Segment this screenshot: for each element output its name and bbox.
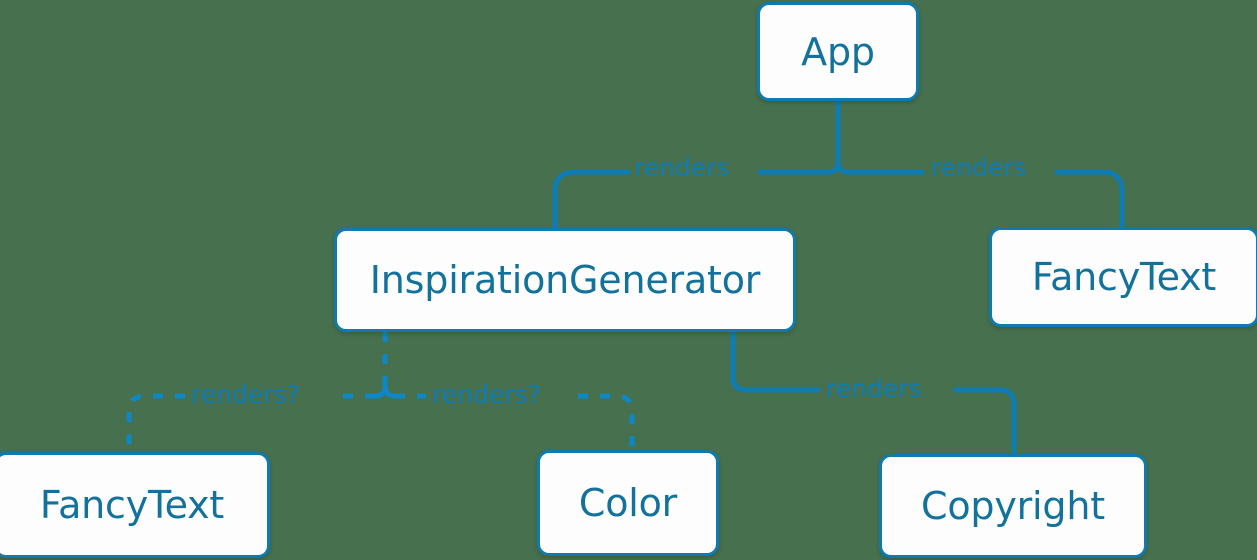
node-color-label: Color	[578, 481, 678, 525]
edge-label-inspiration-generator-color: renders?	[432, 380, 541, 409]
edge-app-inspgen-run-outer	[552, 169, 631, 231]
node-inspiration-generator-label: InspirationGenerator	[369, 258, 761, 302]
node-copyright[interactable]: Copyright	[879, 454, 1147, 558]
node-app-label: App	[801, 29, 875, 74]
edge-label-inspiration-generator-fancytext: renders?	[191, 380, 300, 409]
edge-inspgen-dashed-split-right	[382, 385, 396, 399]
node-fancytext-right-label: FancyText	[1031, 255, 1217, 299]
edge-label-inspiration-generator-copyright: renders	[826, 374, 922, 403]
edge-inspgen-copyright-tail	[953, 387, 1017, 457]
node-app[interactable]: App	[757, 2, 919, 101]
node-color[interactable]: Color	[537, 450, 719, 556]
edge-inspgen-copyright-stem	[730, 329, 821, 393]
edge-label-app-fancytext: renders	[931, 153, 1027, 182]
edge-inspgen-color-outer	[578, 393, 635, 450]
node-inspiration-generator[interactable]: InspirationGenerator	[334, 228, 796, 332]
node-fancytext-right[interactable]: FancyText	[989, 227, 1257, 327]
edge-app-fancyright-run-outer	[1054, 169, 1125, 230]
edge-inspgen-fancyleft-outer	[126, 393, 185, 452]
node-copyright-label: Copyright	[921, 484, 1105, 528]
node-fancytext-left-label: FancyText	[39, 483, 225, 527]
node-fancytext-left[interactable]: FancyText	[0, 452, 270, 558]
edge-label-app-inspiration-generator: renders	[634, 153, 730, 182]
